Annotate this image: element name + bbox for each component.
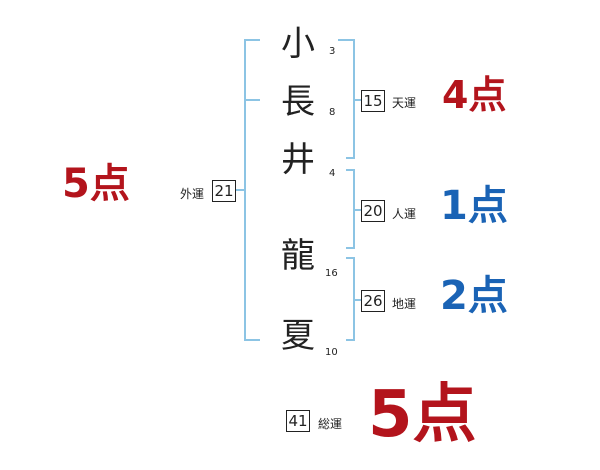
- heaven-fortune-label: 天運: [392, 96, 417, 110]
- name-char-3: 井: [281, 140, 315, 180]
- name-char-2: 長: [281, 82, 315, 122]
- total-fortune-value: 41: [286, 410, 310, 432]
- earth-fortune-score: 2点: [440, 273, 508, 319]
- outer-fortune-value: 21: [212, 180, 236, 202]
- stroke-count-2: 8: [329, 107, 336, 118]
- person-fortune-score: 1点: [440, 183, 508, 229]
- earth-fortune-value: 26: [361, 290, 385, 312]
- total-fortune-label: 総運: [318, 417, 343, 431]
- heaven-fortune-value: 15: [361, 90, 385, 112]
- earth-fortune-label: 地運: [392, 297, 417, 311]
- stroke-count-4: 16: [325, 268, 338, 279]
- name-char-5: 夏: [281, 316, 315, 356]
- earth-bracket: [346, 257, 361, 341]
- total-fortune-score: 5点: [368, 378, 477, 452]
- stroke-count-3: 4: [329, 168, 336, 179]
- person-bracket: [346, 169, 361, 249]
- name-char-4: 龍: [281, 236, 315, 276]
- name-char-1: 小: [281, 24, 315, 64]
- stroke-count-5: 10: [325, 347, 338, 358]
- heaven-fortune-score: 4点: [442, 73, 507, 117]
- person-fortune-value: 20: [361, 200, 385, 222]
- person-fortune-label: 人運: [392, 207, 417, 221]
- stroke-count-1: 3: [329, 46, 336, 57]
- heaven-bracket: [338, 39, 361, 159]
- outer-bracket: [236, 39, 260, 341]
- outer-fortune-score: 5点: [62, 161, 130, 207]
- outer-fortune-label: 外運: [180, 187, 205, 201]
